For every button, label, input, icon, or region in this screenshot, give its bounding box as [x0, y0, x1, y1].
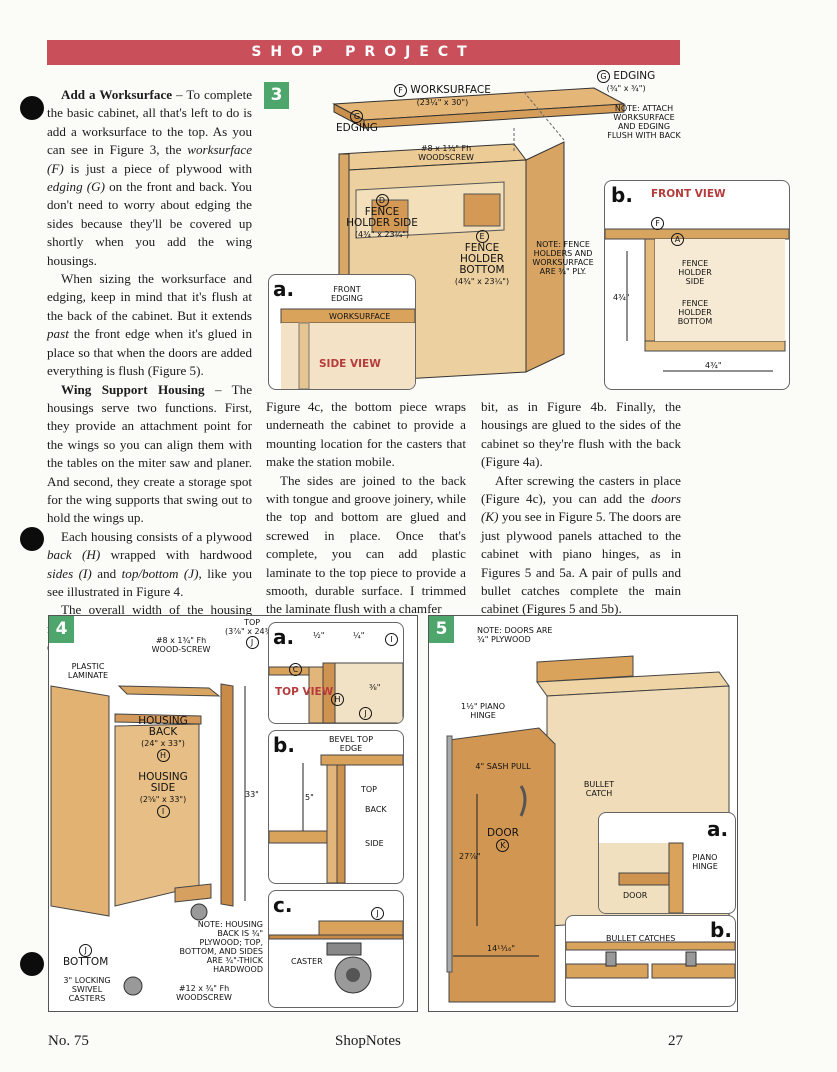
dim-door-width: 14¹³⁄₁₆" [487, 944, 516, 953]
dim-vertical: 4¾" [613, 293, 630, 302]
binder-hole-bottom [20, 952, 44, 976]
magazine-name: ShopNotes [335, 1033, 401, 1049]
inset-letter: a. [707, 817, 729, 841]
label-woodscrew-2: #12 x ¾" Fh WOODSCREW [176, 984, 232, 1002]
label-side: SIDE [365, 839, 384, 848]
label-housing-back: HOUSING BACK(24" x 33")H [138, 715, 188, 762]
figure-4a-top-view: a. ½" ¼" ⅜" I C H J TOP VIEW [268, 622, 404, 724]
label-fence-bottom: FENCE HOLDER BOTTOM [677, 299, 713, 326]
text-column-3: bit, as in Figure 4b. Finally, the housi… [481, 399, 681, 617]
figure-4b: b. BEVEL TOP EDGE TOP BACK SIDE 5" [268, 730, 404, 884]
label-front-view: FRONT VIEW [651, 188, 726, 200]
label-door: DOOR [623, 891, 648, 900]
text-column-1: Add a Worksurface – To complete the basi… [47, 87, 253, 654]
label-circle-f: F [651, 217, 664, 230]
inset-letter: a. [273, 625, 295, 649]
label-woodscrew: #8 x 1¾" Fh WOODSCREW [418, 144, 474, 162]
page-number: 27 [668, 1033, 683, 1049]
label-note-attach: NOTE: ATTACH WORKSURFACE AND EDGING FLUS… [607, 104, 681, 140]
label-note-fence: NOTE: FENCE HOLDERS AND WORKSURFACE ARE … [532, 240, 594, 276]
dim-five: 5" [305, 793, 314, 802]
figure-4c: c. J CASTER [268, 890, 404, 1008]
figure-number: 5 [429, 616, 454, 643]
label-circle-a: A [671, 233, 684, 246]
label-top: TOP(3⅞" x 24¾")J [225, 618, 280, 649]
inset-letter: b. [273, 733, 295, 757]
figure-number: 3 [264, 82, 289, 109]
label-circle-i: I [385, 633, 398, 646]
label-back: BACK [365, 805, 387, 814]
binder-hole-middle [20, 527, 44, 551]
figure-5a: a. PIANO HINGE DOOR [598, 812, 736, 914]
label-casters: 3" LOCKING SWIVEL CASTERS [63, 976, 111, 1003]
heading-add-worksurface: Add a Worksurface [61, 87, 173, 102]
dim-quarter: ¼" [353, 631, 365, 640]
label-top: TOP [361, 785, 378, 794]
label-bevel: BEVEL TOP EDGE [328, 735, 374, 753]
label-piano-hinge: PIANO HINGE [692, 853, 718, 871]
label-top-view: TOP VIEW [275, 686, 334, 698]
housing-illustration [50, 683, 246, 996]
dim-three-eighths: ⅜" [369, 683, 381, 692]
label-plastic-laminate: PLASTIC LAMINATE [67, 662, 109, 680]
figure-number: 4 [49, 616, 74, 643]
dim-door-height: 27⅞" [459, 852, 481, 861]
figure-3b-front-view: b. FRONT VIEW F A FENCE HOLDER SIDE FENC… [604, 180, 790, 390]
dim-half: ½" [313, 631, 325, 640]
inset-letter: a. [273, 277, 295, 301]
door-illustration [446, 655, 730, 1003]
label-side-view: SIDE VIEW [319, 358, 381, 370]
label-note-housing: NOTE: HOUSING BACK IS ¾" PLYWOOD; TOP, B… [179, 920, 263, 974]
label-circle-h: H [331, 693, 344, 706]
dim-height: 33" [245, 790, 259, 799]
label-piano-hinge: 1½" PIANO HINGE [460, 702, 505, 720]
label-worksurface: F WORKSURFACE(23¼" x 30") [394, 84, 491, 108]
label-housing-side: HOUSING SIDE(2⅝" x 33")I [138, 771, 188, 818]
label-circle-j: J [371, 907, 384, 920]
label-worksurface-section: WORKSURFACE [329, 312, 391, 321]
heading-wing-support: Wing Support Housing [61, 381, 205, 397]
inset-letter: c. [273, 893, 293, 917]
label-circle-j: J [359, 707, 372, 720]
label-woodscrew: #8 x 1¾" Fh WOOD-SCREW [151, 636, 211, 654]
label-note-doors: NOTE: DOORS ARE ¾" PLYWOOD [477, 626, 553, 644]
issue-number: No. 75 [48, 1033, 89, 1049]
label-front-edging: FRONT EDGING [331, 285, 363, 303]
label-fence-side: FENCE HOLDER SIDE [678, 259, 712, 286]
label-caster: CASTER [291, 957, 323, 966]
label-sash-pull: 4" SASH PULL [475, 762, 531, 771]
figure-5b: b. BULLET CATCHES [565, 915, 736, 1007]
inset-letter: b. [611, 183, 633, 207]
label-bullet-catches: BULLET CATCHES [606, 934, 676, 943]
figure-3a-side-view: a. FRONT EDGING WORKSURFACE SIDE VIEW [268, 274, 416, 390]
dim-horizontal: 4¾" [705, 361, 722, 370]
text-column-2: Figure 4c, the bottom piece wraps undern… [266, 399, 466, 617]
label-bullet-catch: BULLET CATCH [583, 780, 615, 798]
binder-hole-top [20, 96, 44, 120]
section-banner: SHOP PROJECT [47, 40, 680, 65]
label-edging-right: G EDGING(¾" x ¾") [597, 70, 655, 94]
figure-3: 3 F WORKSURFACE(23¼" x 30") G EDGING(¾" … [264, 70, 688, 394]
label-circle-c: C [289, 663, 302, 676]
inset-letter: b. [710, 918, 732, 942]
